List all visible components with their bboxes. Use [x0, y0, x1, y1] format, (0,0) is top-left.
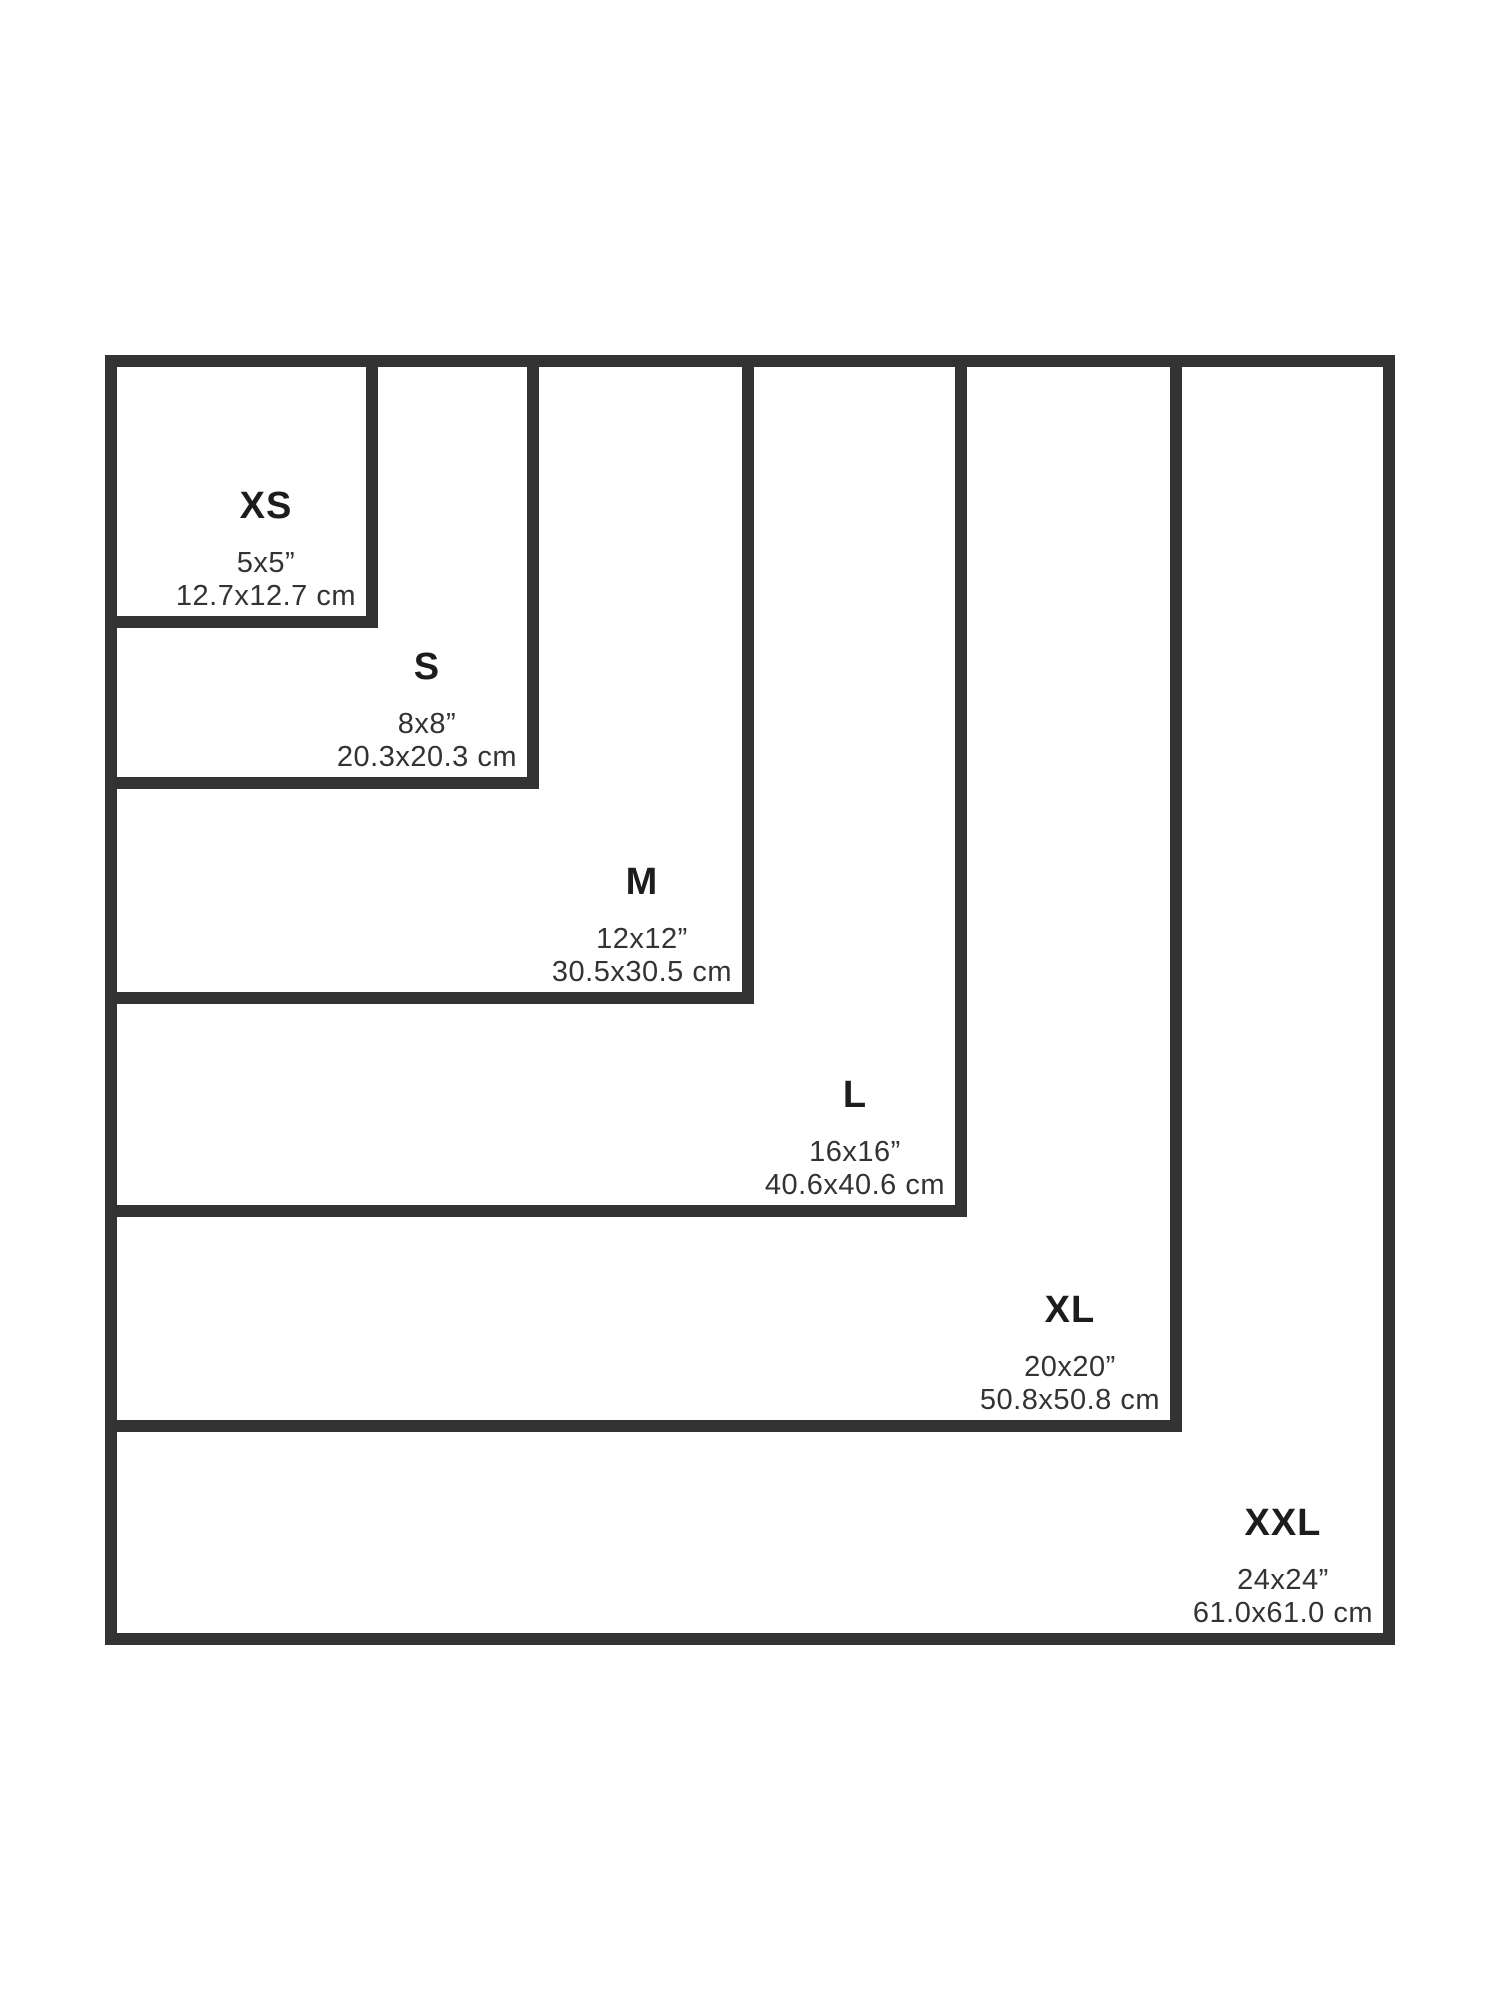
- size-inches-m: 12x12”: [596, 923, 688, 955]
- size-inches-l: 16x16”: [809, 1136, 901, 1168]
- size-label-xl: XL 20x20” 50.8x50.8 cm: [980, 1290, 1160, 1417]
- size-name-s: S: [413, 646, 441, 688]
- size-cm-xxl: 61.0x61.0 cm: [1192, 1597, 1373, 1629]
- size-cm-m: 30.5x30.5 cm: [551, 956, 732, 988]
- size-label-m: M 12x12” 30.5x30.5 cm: [552, 862, 732, 989]
- size-label-l: L 16x16” 40.6x40.6 cm: [765, 1075, 945, 1202]
- size-chart: XXL 24x24” 61.0x61.0 cm XL 20x20” 50.8x5…: [105, 355, 1395, 1645]
- size-cm-xs: 12.7x12.7 cm: [175, 580, 356, 612]
- size-inches-xs: 5x5”: [236, 547, 296, 579]
- size-name-xs: XS: [239, 485, 293, 527]
- size-cm-xl: 50.8x50.8 cm: [979, 1384, 1160, 1416]
- size-inches-xxl: 24x24”: [1237, 1564, 1329, 1596]
- size-label-xxl: XXL 24x24” 61.0x61.0 cm: [1193, 1503, 1373, 1630]
- size-cm-s: 20.3x20.3 cm: [336, 741, 517, 773]
- size-label-s: S 8x8” 20.3x20.3 cm: [337, 647, 517, 774]
- size-name-m: M: [625, 861, 659, 903]
- size-inches-s: 8x8”: [397, 708, 457, 740]
- size-name-l: L: [842, 1074, 868, 1116]
- size-label-xs: XS 5x5” 12.7x12.7 cm: [176, 486, 356, 613]
- size-cm-l: 40.6x40.6 cm: [764, 1169, 945, 1201]
- size-name-xl: XL: [1044, 1289, 1096, 1331]
- size-inches-xl: 20x20”: [1024, 1351, 1116, 1383]
- size-box-xs: XS 5x5” 12.7x12.7 cm: [105, 355, 378, 628]
- size-name-xxl: XXL: [1244, 1502, 1322, 1544]
